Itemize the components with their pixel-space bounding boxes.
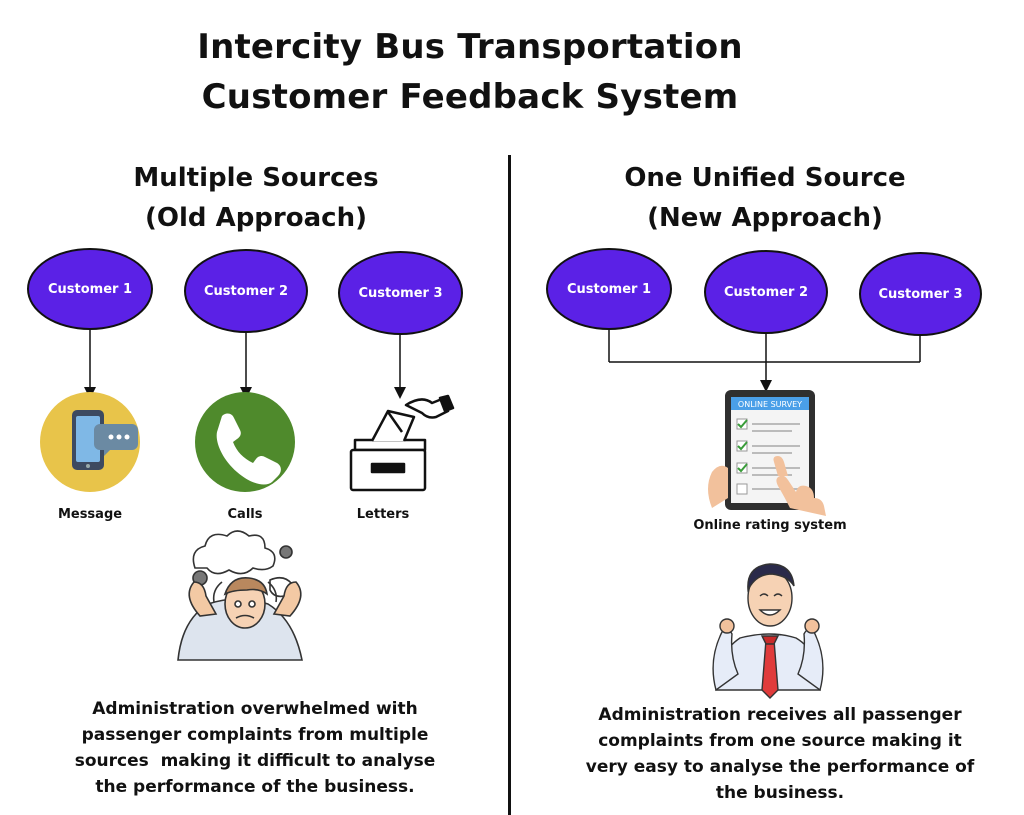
tablet-survey-icon: ONLINE SURVEY [708, 390, 826, 516]
left-heading-line-1: Multiple Sources [133, 163, 379, 193]
channel-letters-label: Letters [356, 507, 410, 522]
left-customer-3-node: Customer 3 [338, 251, 463, 335]
channel-calls-label: Calls [227, 507, 263, 522]
title-line-2: Customer Feedback System [201, 77, 739, 117]
title-line-1: Intercity Bus Transportation [197, 27, 743, 67]
channel-online-rating-label: Online rating system [693, 518, 847, 533]
unified-connector [608, 330, 921, 392]
left-description: Administration overwhelmed with passenge… [74, 699, 436, 797]
phone-message-icon [40, 392, 140, 492]
page-title: Intercity Bus Transportation Customer Fe… [0, 22, 940, 122]
tablet-header-text: ONLINE SURVEY [738, 400, 802, 409]
section-divider [508, 155, 511, 815]
right-customer-3-node: Customer 3 [859, 252, 982, 336]
stressed-person-icon [177, 530, 303, 661]
ballot-box-icon [349, 394, 455, 492]
phone-call-icon [195, 392, 295, 492]
left-heading: Multiple Sources (Old Approach) [106, 158, 406, 238]
right-heading: One Unified Source (New Approach) [600, 158, 930, 238]
right-description: Administration receives all passenger co… [585, 705, 975, 803]
right-heading-line-2: (New Approach) [647, 203, 883, 233]
left-customer-2-node: Customer 2 [184, 249, 308, 333]
happy-person-icon [712, 563, 824, 699]
left-customer-1-node: Customer 1 [27, 248, 153, 330]
left-heading-line-2: (Old Approach) [145, 203, 367, 233]
right-customer-2-node: Customer 2 [704, 250, 828, 334]
channel-message-label: Message [57, 507, 123, 522]
right-heading-line-1: One Unified Source [624, 163, 906, 193]
right-customer-1-node: Customer 1 [546, 248, 672, 330]
